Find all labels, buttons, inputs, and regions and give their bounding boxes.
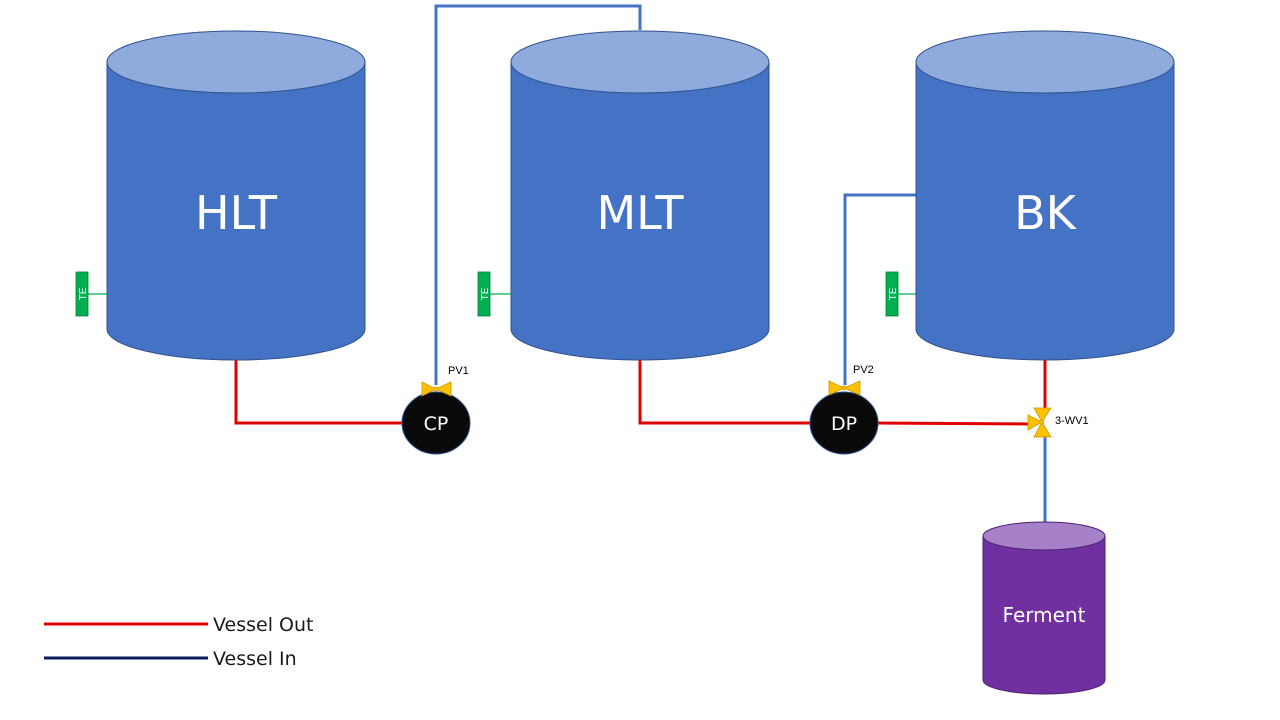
valve-pv1-right-icon (435, 381, 452, 397)
vessel-mlt-label: MLT (596, 186, 684, 240)
pipes (234, 4, 1047, 522)
pump-dp: DP (809, 391, 879, 455)
valve-pv1-stem-icon (433, 386, 439, 392)
pump-cp-body (401, 391, 471, 455)
valve-3wv1: 3-WV1 (1027, 407, 1089, 438)
pipe-mlt-out-to-dp (638, 360, 812, 425)
vessel-mlt-top (510, 30, 770, 94)
sensor-te-bk: TE (885, 271, 916, 317)
valve-pv1-left-icon (421, 381, 437, 397)
valve-3wv1-top-icon (1033, 407, 1052, 423)
vessel-ferment: Ferment (982, 521, 1106, 695)
vessel-bk-top (915, 30, 1175, 94)
valve-pv1: PV1 (421, 365, 469, 397)
legend: Vessel Out Vessel In (44, 614, 313, 670)
pump-dp-label: DP (831, 413, 857, 435)
valve-pv2-stem-icon (841, 385, 847, 391)
valve-pv2-left-icon (828, 380, 845, 396)
vessel-hlt: HLT (106, 30, 366, 361)
vessel-bk-body (915, 61, 1175, 361)
valve-pv2-label: PV2 (853, 364, 874, 376)
valve-pv2: PV2 (828, 364, 874, 396)
valve-3wv1-bottom-icon (1033, 421, 1052, 438)
pipe-cp-to-mlt-in (434, 4, 642, 385)
pump-dp-body (809, 391, 879, 455)
vessel-ferment-body (982, 535, 1106, 695)
vessel-hlt-label: HLT (195, 186, 278, 240)
pipe-dp-to-3wv (877, 421, 1036, 426)
pipe-dp-to-bk-in (843, 193, 916, 385)
sensor-te-mlt-label: TE (480, 287, 491, 300)
valve-3wv1-label: 3-WV1 (1055, 415, 1089, 427)
vessel-ferment-label: Ferment (1003, 603, 1086, 627)
vessel-mlt-body (510, 61, 770, 361)
valve-pv1-label: PV1 (448, 365, 469, 377)
valve-pv2-right-icon (843, 380, 861, 396)
sensor-te-hlt: TE (75, 271, 107, 317)
sensor-te-mlt: TE (477, 271, 511, 317)
vessel-hlt-body (106, 61, 366, 361)
sensor-te-bk-label: TE (888, 287, 899, 300)
sensor-te-bk-body (885, 271, 899, 317)
legend-out-label: Vessel Out (213, 614, 313, 636)
vessel-hlt-top (106, 30, 366, 94)
vessel-ferment-top (982, 521, 1106, 551)
vessel-bk: BK (915, 30, 1175, 361)
sensor-te-hlt-label: TE (78, 287, 89, 300)
pipe-hlt-out-to-cp (234, 360, 405, 425)
vessel-bk-label: BK (1014, 186, 1078, 240)
sensor-te-hlt-body (75, 271, 89, 317)
valve-3wv1-stem-icon (1039, 419, 1045, 425)
pump-cp-label: CP (424, 413, 449, 435)
sensor-te-mlt-body (477, 271, 491, 317)
legend-in-label: Vessel In (213, 648, 297, 670)
valve-3wv1-left-icon (1027, 414, 1043, 431)
vessel-mlt: MLT (510, 30, 770, 361)
pump-cp: CP (401, 391, 471, 455)
